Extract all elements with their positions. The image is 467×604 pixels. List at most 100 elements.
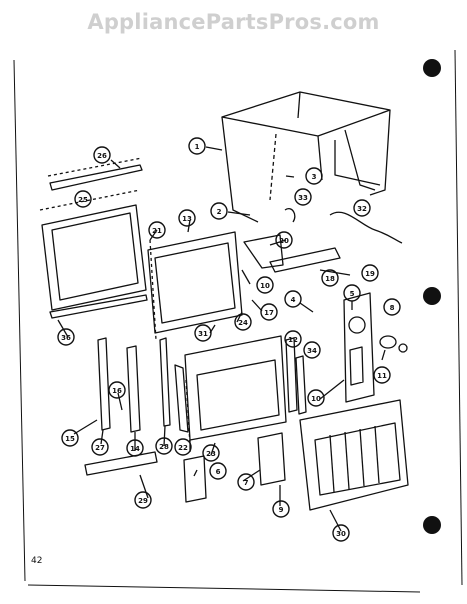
callout-circle-8 bbox=[383, 298, 401, 316]
callout-17: 17 bbox=[264, 309, 274, 317]
callout-8: 8 bbox=[390, 304, 395, 312]
callout-1: 1 bbox=[195, 143, 200, 151]
cord-part bbox=[329, 211, 403, 244]
knob-cap-part bbox=[398, 343, 408, 353]
callout-24: 24 bbox=[238, 319, 248, 327]
binder-hole-top bbox=[423, 59, 441, 77]
callout-16: 16 bbox=[112, 387, 122, 395]
callout-15: 15 bbox=[65, 435, 75, 443]
callout-31: 31 bbox=[198, 330, 208, 338]
callout-33: 33 bbox=[298, 194, 308, 202]
callout-5: 5 bbox=[350, 290, 355, 298]
callout-13: 13 bbox=[182, 215, 192, 223]
binder-hole-middle bbox=[423, 287, 441, 305]
callout-circle-21 bbox=[148, 221, 166, 239]
callout-28: 28 bbox=[159, 443, 169, 451]
clip-part bbox=[284, 208, 296, 223]
callout-34: 34 bbox=[307, 347, 317, 355]
callout-circle-13 bbox=[178, 209, 196, 227]
nameplate-strip-part bbox=[84, 451, 158, 476]
callout-32: 32 bbox=[357, 205, 367, 213]
strip-27-part bbox=[97, 337, 111, 431]
callout-26: 26 bbox=[97, 152, 107, 160]
bracket-part bbox=[243, 234, 284, 269]
callout-circle-11 bbox=[373, 366, 391, 384]
strip-28-part bbox=[159, 337, 171, 427]
cabinet-case-part bbox=[221, 91, 391, 223]
callout-18: 18 bbox=[325, 275, 335, 283]
bottom-trim-part bbox=[49, 294, 148, 319]
callout-21: 21 bbox=[152, 227, 162, 235]
callout-circle-5 bbox=[343, 284, 361, 302]
glass-panel-part bbox=[39, 189, 147, 311]
callout-circle-7 bbox=[237, 473, 255, 491]
callout-circle-18 bbox=[321, 269, 339, 287]
callout-4: 4 bbox=[291, 296, 296, 304]
callout-circle-19 bbox=[361, 264, 379, 282]
knob-part bbox=[379, 335, 397, 349]
control-plate-6-part bbox=[183, 455, 207, 503]
callout-circle-10b bbox=[307, 389, 325, 407]
callout-circle-12 bbox=[284, 330, 302, 348]
callout-circle-9 bbox=[272, 500, 290, 518]
callout-circle-20 bbox=[275, 231, 293, 249]
rail-part bbox=[269, 247, 341, 273]
callout-3: 3 bbox=[312, 173, 317, 181]
callout-circle-27 bbox=[91, 438, 109, 456]
callout-22: 22 bbox=[178, 444, 188, 452]
callout-19: 19 bbox=[365, 270, 375, 278]
page-edge-right bbox=[454, 49, 463, 586]
door-frame-part bbox=[147, 231, 243, 341]
callout-circle-29 bbox=[134, 491, 152, 509]
callout-circle-32 bbox=[353, 199, 371, 217]
callout-12: 12 bbox=[288, 336, 298, 344]
strip-14-part bbox=[126, 345, 141, 433]
top-frame-strip-part bbox=[49, 164, 143, 191]
callout-circle-10 bbox=[256, 276, 274, 294]
page-number: 42 bbox=[31, 556, 43, 566]
grille-panel-part bbox=[299, 399, 409, 511]
callout-25: 25 bbox=[78, 196, 88, 204]
callout-23: 23 bbox=[206, 450, 216, 458]
callout-11: 11 bbox=[377, 372, 387, 380]
callout-7: 7 bbox=[244, 479, 249, 487]
callout-36: 36 bbox=[61, 334, 71, 342]
callout-circle-2 bbox=[210, 202, 228, 220]
side-strip-34-part bbox=[295, 355, 307, 415]
callout-circle-1 bbox=[188, 137, 206, 155]
control-plate-7-part bbox=[257, 432, 286, 486]
callout-circle-17 bbox=[260, 303, 278, 321]
callout-circle-24 bbox=[234, 313, 252, 331]
site-watermark: AppliancePartsPros.com bbox=[87, 10, 380, 34]
callout-circle-33 bbox=[294, 188, 312, 206]
callout-30: 30 bbox=[336, 530, 346, 538]
callout-2: 2 bbox=[217, 208, 222, 216]
page-edge-bottom bbox=[27, 584, 421, 593]
binder-hole-bottom bbox=[423, 516, 441, 534]
callout-10: 10 bbox=[260, 282, 270, 290]
control-panel-part bbox=[343, 292, 375, 403]
callout-circle-4 bbox=[284, 290, 302, 308]
callout-circle-36 bbox=[57, 328, 75, 346]
callout-circle-31 bbox=[194, 324, 212, 342]
callout-10-lower: 10 bbox=[311, 395, 321, 403]
callout-circle-26 bbox=[93, 146, 111, 164]
callout-6: 6 bbox=[216, 468, 221, 476]
page-edge-left bbox=[13, 59, 26, 582]
callout-circle-30 bbox=[332, 524, 350, 542]
callout-14: 14 bbox=[130, 445, 140, 453]
callout-9: 9 bbox=[279, 506, 284, 514]
callout-circle-6 bbox=[209, 462, 227, 480]
side-strip-12-part bbox=[285, 337, 298, 413]
callout-circle-23 bbox=[202, 444, 220, 462]
callout-circle-25 bbox=[74, 190, 92, 208]
callout-circle-34 bbox=[303, 341, 321, 359]
callout-29: 29 bbox=[138, 497, 148, 505]
callout-circle-15 bbox=[61, 429, 79, 447]
door-front-part bbox=[174, 335, 287, 441]
callout-circle-3 bbox=[305, 167, 323, 185]
callout-circle-22 bbox=[174, 438, 192, 456]
callout-circle-28 bbox=[155, 437, 173, 455]
